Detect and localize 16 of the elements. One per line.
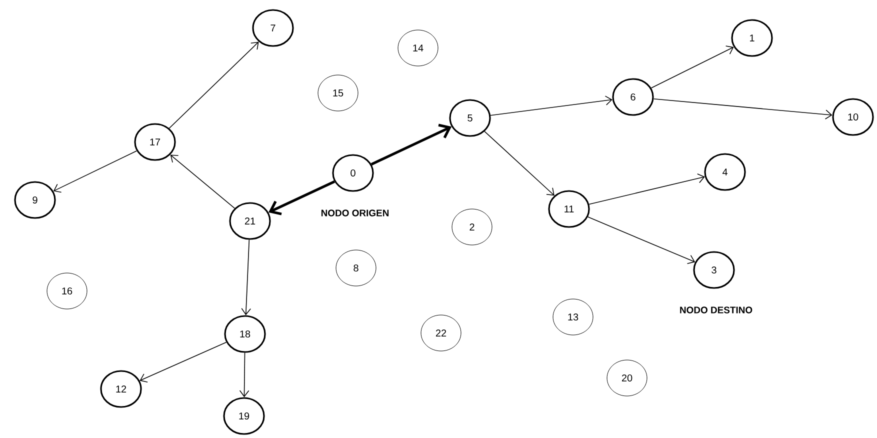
arrow [650, 46, 734, 88]
arrow [140, 342, 227, 383]
arrow [53, 150, 138, 193]
arrow [653, 98, 832, 120]
arrow [268, 180, 336, 216]
arrow [588, 174, 705, 205]
arrow [490, 96, 612, 116]
arrow [170, 154, 236, 209]
arrow [587, 216, 696, 264]
arrow [484, 131, 554, 196]
arrow [239, 352, 250, 398]
arrow [370, 124, 452, 166]
node-caption: NODO ORIGEN [321, 210, 389, 216]
node-caption: NODO DESTINO [680, 306, 752, 314]
arrow [241, 239, 252, 316]
arrow [168, 42, 259, 129]
